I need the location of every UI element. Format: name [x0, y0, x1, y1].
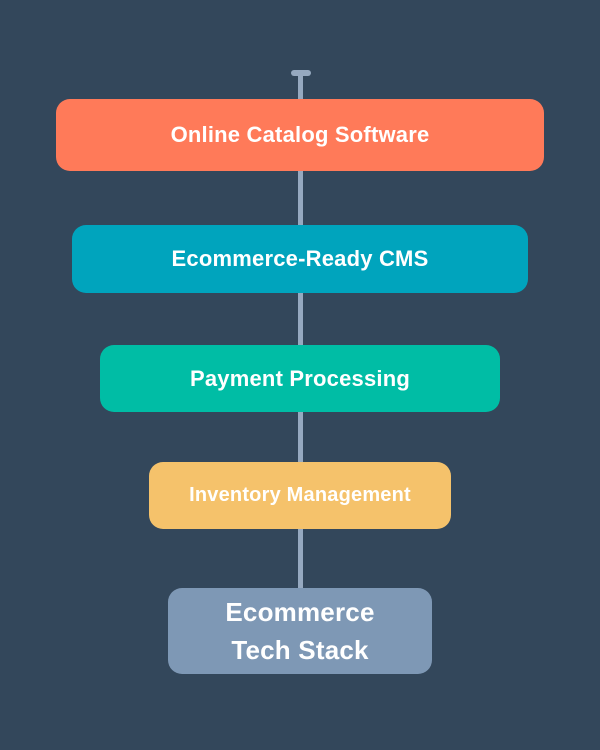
- node-payment-processing: Payment Processing: [100, 345, 500, 412]
- node-ecommerce-ready-cms: Ecommerce-Ready CMS: [72, 225, 528, 293]
- node-label: Ecommerce Tech Stack: [225, 597, 375, 665]
- node-online-catalog-software: Online Catalog Software: [56, 99, 544, 171]
- node-ecommerce-tech-stack: Ecommerce Tech Stack: [168, 588, 432, 674]
- node-label: Ecommerce-Ready CMS: [171, 246, 429, 271]
- node-label: Inventory Management: [189, 484, 411, 506]
- node-label: Online Catalog Software: [170, 122, 430, 147]
- node-label: Payment Processing: [189, 365, 411, 391]
- connector-line: [298, 73, 303, 600]
- node-inventory-management: Inventory Management: [149, 462, 451, 529]
